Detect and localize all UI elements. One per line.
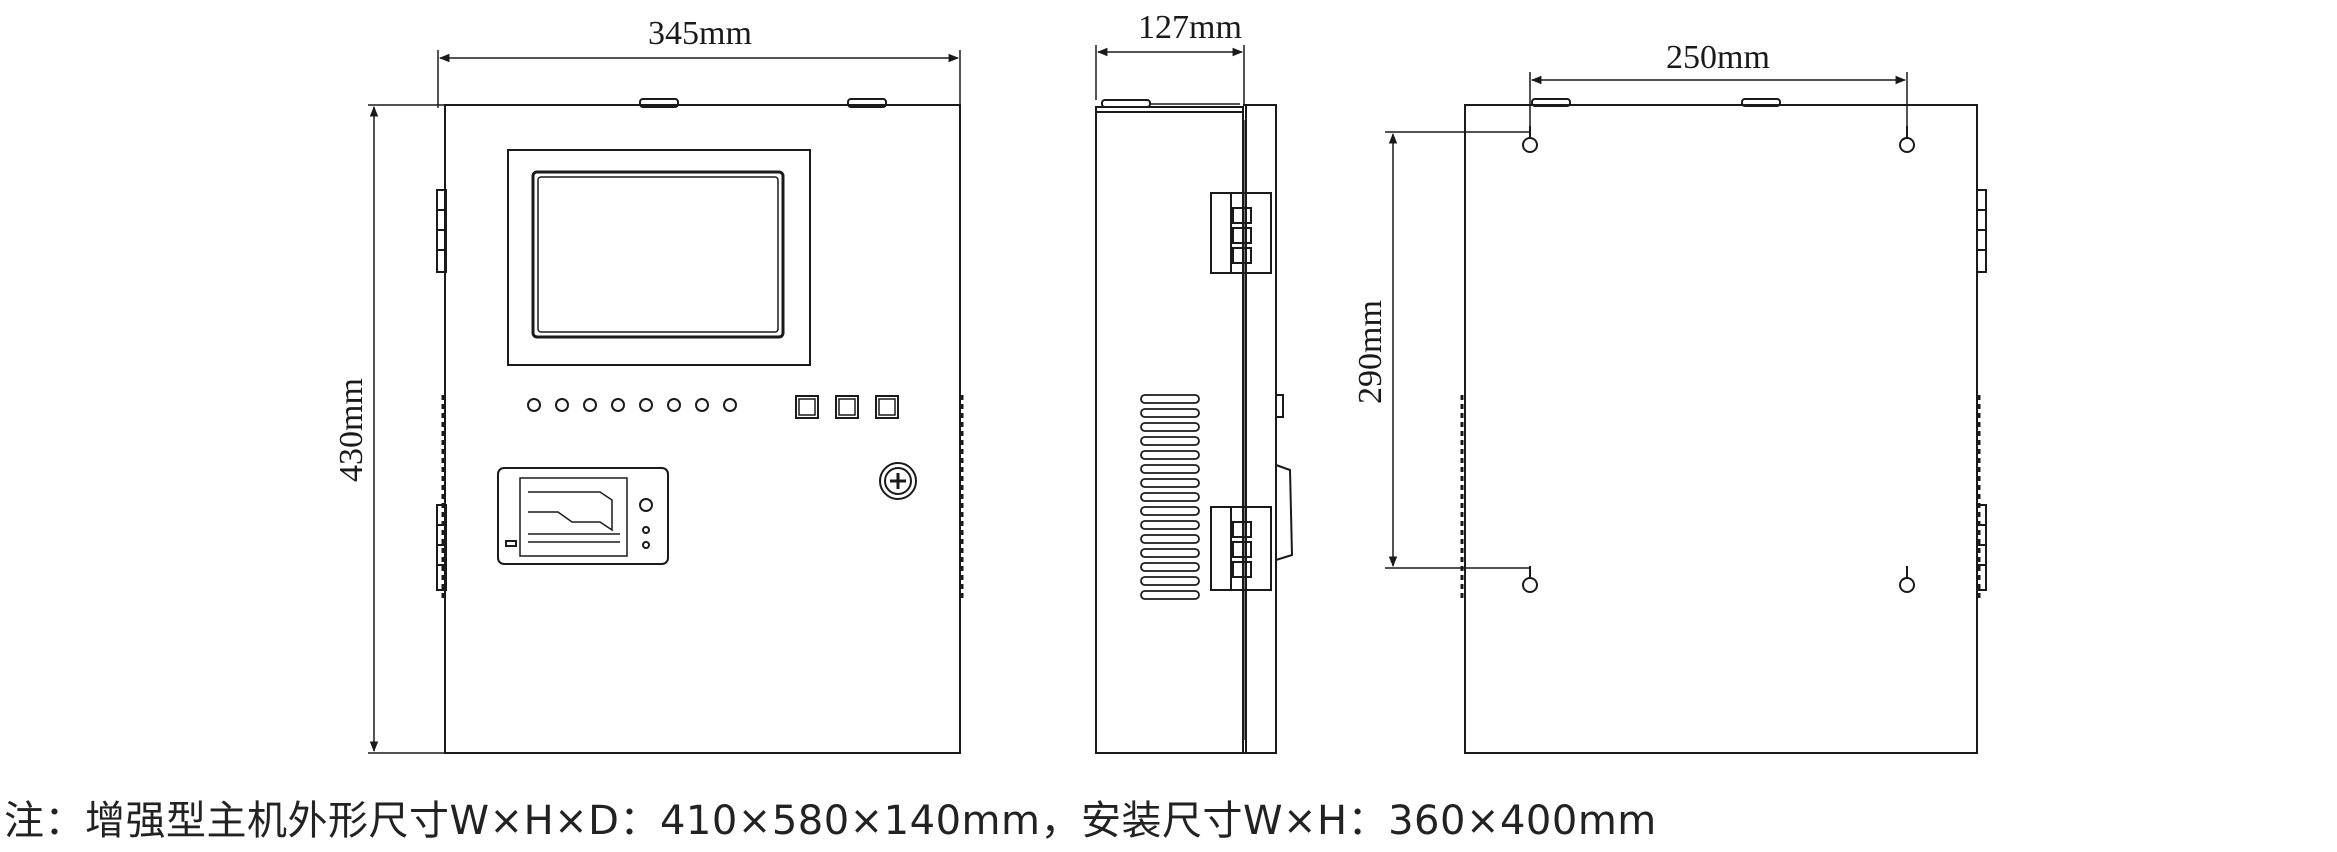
display-bezel	[507, 149, 811, 366]
footnote: 注：增强型主机外形尺寸W×H×D：410×580×140mm，安装尺寸W×H：3…	[4, 798, 1657, 844]
rear-view	[1460, 98, 1987, 754]
front-top-fitting-left	[639, 98, 679, 108]
front-top-fitting-right	[847, 98, 887, 108]
rear-hinge-upper	[1976, 189, 1987, 273]
side-printer-profile	[1275, 464, 1294, 561]
rear-horizontal-spacing-dimension	[1529, 72, 1908, 126]
rear-vertical-spacing-dimension	[1385, 131, 1530, 569]
side-lock-profile	[1275, 394, 1284, 418]
side-top-fitting	[1101, 99, 1151, 108]
control-button-row	[795, 395, 899, 419]
side-cabinet-body	[1095, 106, 1244, 754]
mounting-hole-top-left	[1522, 126, 1538, 153]
rear-v-spacing-label: 290mm	[1352, 300, 1389, 404]
side-view	[1095, 99, 1294, 754]
side-hinge-upper	[1210, 192, 1272, 274]
side-door-panel	[1245, 104, 1277, 754]
door-lock	[879, 462, 917, 500]
mounting-hole-bottom-right	[1899, 566, 1915, 593]
indicator-led-row	[527, 398, 737, 412]
rear-h-spacing-label: 250mm	[1666, 39, 1770, 76]
side-vent-slots	[1140, 394, 1200, 600]
printer-unit	[497, 467, 669, 565]
front-width-dimension	[437, 50, 961, 108]
front-hinge-upper	[436, 189, 447, 273]
front-width-label: 345mm	[648, 15, 752, 52]
rear-hinge-lower	[1976, 504, 1987, 591]
mounting-hole-bottom-left	[1522, 566, 1538, 593]
side-depth-label: 127mm	[1138, 9, 1242, 46]
side-depth-dimension	[1095, 45, 1245, 104]
mounting-hole-top-right	[1899, 126, 1915, 153]
front-height-dimension	[368, 104, 445, 754]
rear-cabinet-body	[1464, 104, 1978, 754]
display-screen	[531, 170, 785, 339]
front-view	[436, 98, 964, 754]
front-height-label: 430mm	[333, 378, 370, 482]
side-hinge-lower	[1210, 506, 1272, 591]
front-cabinet-body	[444, 104, 961, 754]
